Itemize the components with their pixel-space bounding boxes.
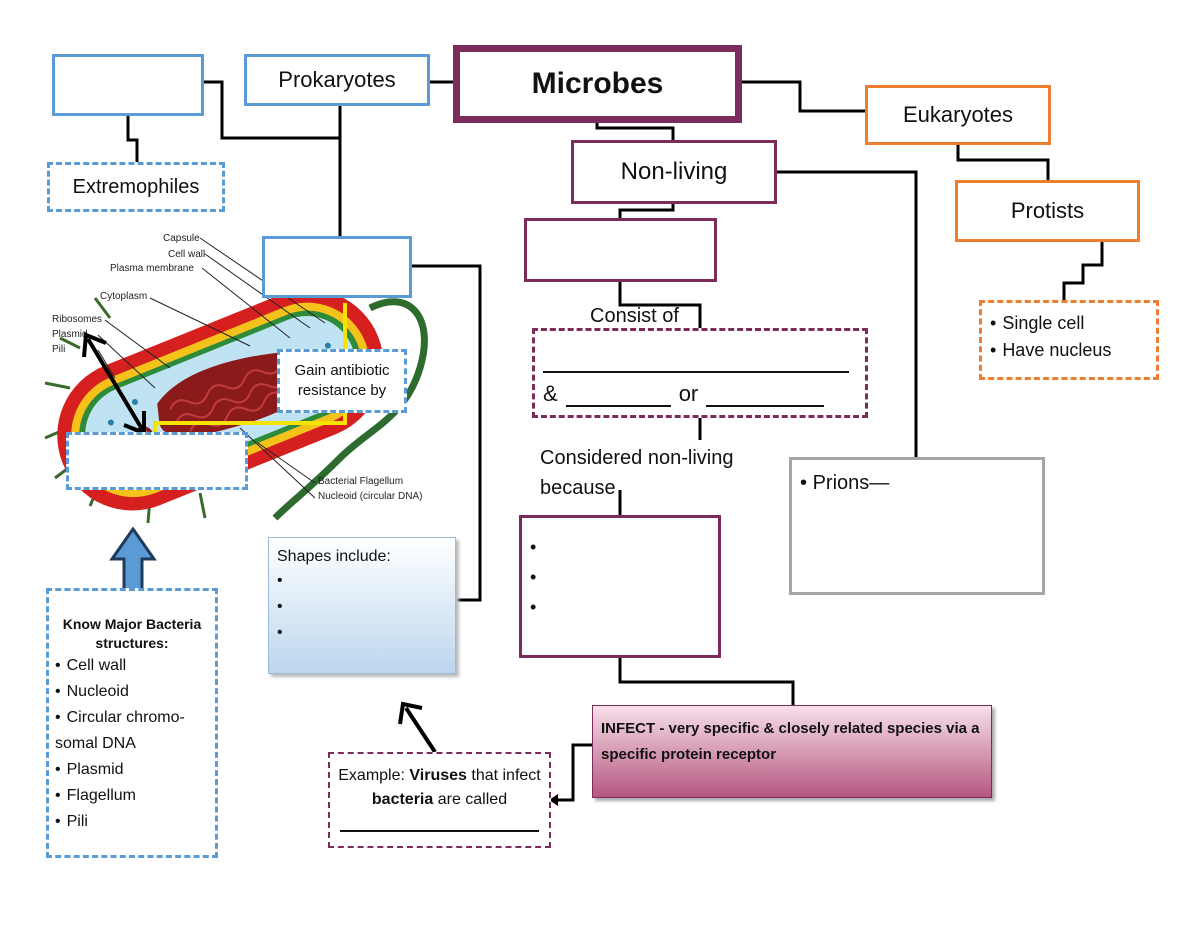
label-capsule: Capsule [163,233,200,244]
extremophiles-box: Extremophiles [47,162,225,212]
bullet-blank: • [530,567,537,587]
blank-line-2[interactable] [706,385,825,407]
consist-of-box: & or [532,328,868,418]
structure-item: Plasmid [55,757,215,783]
microbes-label: Microbes [531,67,664,100]
protist-fact-item: Single cell [990,313,1156,334]
label-ribosomes: Ribosomes [52,314,103,325]
protist-facts-list: Single cell Have nucleus [990,313,1156,361]
blank-box-viruses[interactable] [524,218,717,282]
bullet-blank: • [530,537,537,557]
non-living-label: Non-living [620,158,728,185]
label-pili: Pili [52,344,66,355]
know-major-title: Know Major Bacteria structures: [62,616,202,651]
blank-box-structure[interactable] [66,432,248,490]
label-cell-wall: Cell wall [168,249,206,260]
structure-item: Pili [55,809,215,835]
label-plasmid: Plasmid [52,329,88,340]
structure-item: Cell wall [55,653,215,679]
bullet-blank: • [530,597,537,617]
label-nucleoid: Nucleoid (circular DNA) [318,491,423,502]
example-mid: that infect [466,767,541,784]
blank-box-archaea[interactable] [52,54,204,116]
label-cytoplasm: Cytoplasm [100,291,148,302]
structure-item: Circular chromo-somal DNA [55,705,215,757]
know-major-list: Cell wall Nucleoid Circular chromo-somal… [55,653,215,835]
example-prefix: Example: [338,767,410,784]
structure-item: Nucleoid [55,679,215,705]
infect-label: INFECT - very specific & closely related… [601,720,980,763]
prokaryotes-label: Prokaryotes [278,67,396,92]
prions-label: Prions— [812,472,890,494]
shapes-title: Shapes include: [277,548,391,565]
eukaryotes-box: Eukaryotes [865,85,1051,145]
bullet-blank[interactable]: • [277,624,283,641]
considered-nonliving-label: Considered non-living because [540,447,734,499]
shapes-box: Shapes include: • • • [268,537,456,674]
label-plasma-membrane: Plasma membrane [110,263,194,274]
structure-item: Flagellum [55,783,215,809]
or-label: or [678,381,699,406]
protist-facts-box: Single cell Have nucleus [979,300,1159,380]
extremophiles-label: Extremophiles [72,175,200,198]
bullet-blank[interactable]: • [277,598,283,615]
protists-box: Protists [955,180,1140,242]
gain-antibiotic-box: Gain antibiotic resistance by [277,349,407,413]
gain-antibiotic-label: Gain antibiotic resistance by [294,362,390,399]
non-living-box: Non-living [571,140,777,204]
know-major-box: Know Major Bacteria structures: Cell wal… [46,588,218,858]
label-flagellum: Bacterial Flagellum [318,476,404,487]
double-arrow-icon [82,332,146,436]
consist-of-label: Consist of [590,305,679,327]
prokaryotes-box: Prokaryotes [244,54,430,106]
protist-fact-item: Have nucleus [990,340,1156,361]
example-bacteria: bacteria [371,791,434,808]
example-box: Example: Viruses that infect bacteria ar… [328,752,551,848]
ampersand-label: & [543,381,558,406]
example-suffix: are called [433,791,508,808]
bullet-blank[interactable]: • [277,572,283,589]
blank-line-1[interactable] [565,385,671,407]
blank-box-bacteria[interactable] [262,236,412,298]
eukaryotes-label: Eukaryotes [902,102,1014,127]
infect-box: INFECT - very specific & closely related… [592,705,992,798]
reasons-box[interactable]: • • • [519,515,721,658]
protists-label: Protists [1010,198,1085,223]
microbes-box: Microbes [453,45,742,123]
consist-blank-line[interactable] [543,337,849,373]
example-blank-line[interactable] [340,812,539,832]
example-viruses: Viruses [409,767,467,784]
prions-box: • Prions— [789,457,1045,595]
